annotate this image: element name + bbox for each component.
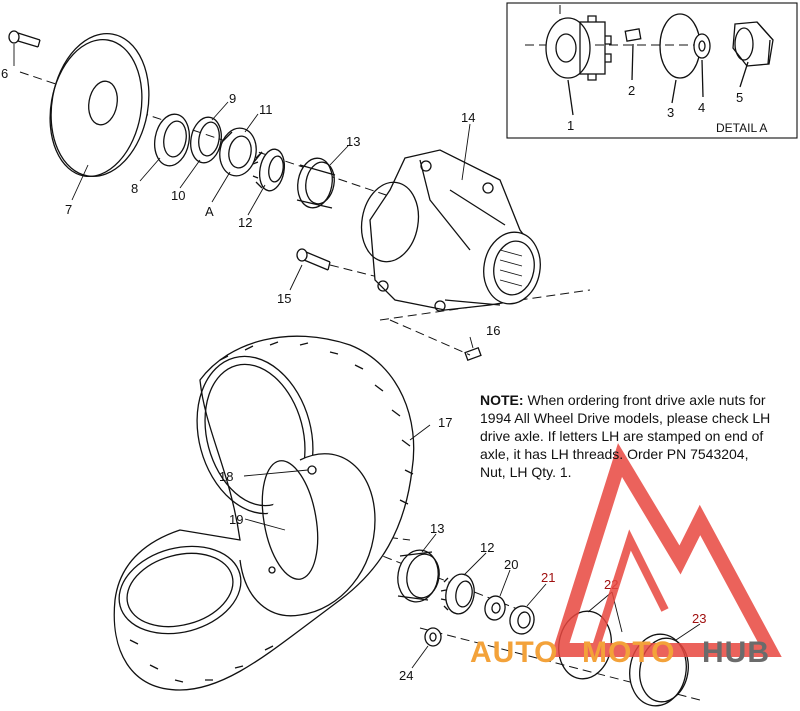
detail-callout-2: 2 [628,83,635,98]
callout-17: 17 [438,415,452,430]
note-text-1: When ordering front drive axle nuts for [523,392,766,408]
detail-callout-5: 5 [736,90,743,105]
note-line-1: NOTE: When ordering front drive axle nut… [480,391,798,409]
watermark-logo [550,443,782,657]
callout-24: 24 [399,668,413,683]
callout-12-lower: 12 [480,540,494,555]
callout-11: 11 [259,102,273,117]
watermark-hub: HUB [702,636,770,669]
part-6-bolt [8,30,41,48]
note-line-2: 1994 All Wheel Drive models, please chec… [480,410,771,426]
callout-19: 19 [229,512,243,527]
detail-callout-3: 3 [667,105,674,120]
part-13-race-lower [397,549,440,603]
callout-10: 10 [171,188,185,203]
callout-6: 6 [1,66,8,81]
callout-20: 20 [504,557,518,572]
callout-14: 14 [461,110,475,125]
part-7-brake-disc [49,32,150,178]
callout-8: 8 [131,181,138,196]
part-13-race-upper [296,157,336,209]
callout-21: 21 [541,570,555,585]
callout-13-lower: 13 [430,521,444,536]
part-16-fitting [464,347,482,361]
note-line-4: axle, it has LH threads. Order PN 754320… [480,446,749,462]
callout-16: 16 [486,323,500,338]
detail-title: DETAIL A [716,121,767,135]
part-20-washer [484,595,506,621]
note-lead: NOTE: [480,392,524,408]
part-8-seal [154,113,190,167]
callout-15: 15 [277,291,291,306]
part-15-stud [296,248,331,271]
note-line-5: Nut, LH Qty. 1. [480,464,572,480]
watermark-auto: AUTO [470,636,558,669]
leader-lines [13,44,701,669]
callout-12-upper: 12 [238,215,252,230]
callout-23: 23 [692,611,706,626]
part-24-nut [424,627,442,647]
watermark-moto: MOTO [582,636,675,669]
detail-callout-4: 4 [698,100,705,115]
part-14-hub [360,149,541,312]
part-12-bearing-lower [440,573,475,615]
ordering-note: NOTE: When ordering front drive axle nut… [480,391,798,481]
part-17-tire [113,335,415,691]
part-21-axle-nut [509,605,535,635]
callout-7: 7 [65,202,72,217]
detail-a-box [506,2,798,139]
callout-9: 9 [229,91,236,106]
part-11-axle-nut [219,127,263,177]
part-9-10-rings [190,116,222,164]
part-12-bearing-upper [252,148,286,192]
watermark-text: AUTO MOTO HUB [470,636,770,669]
callout-18: 18 [219,469,233,484]
note-line-3: drive axle. If letters LH are stamped on… [480,428,764,444]
detail-callout-1: 1 [567,118,574,133]
callout-13-upper: 13 [346,134,360,149]
callout-a: A [205,204,214,219]
